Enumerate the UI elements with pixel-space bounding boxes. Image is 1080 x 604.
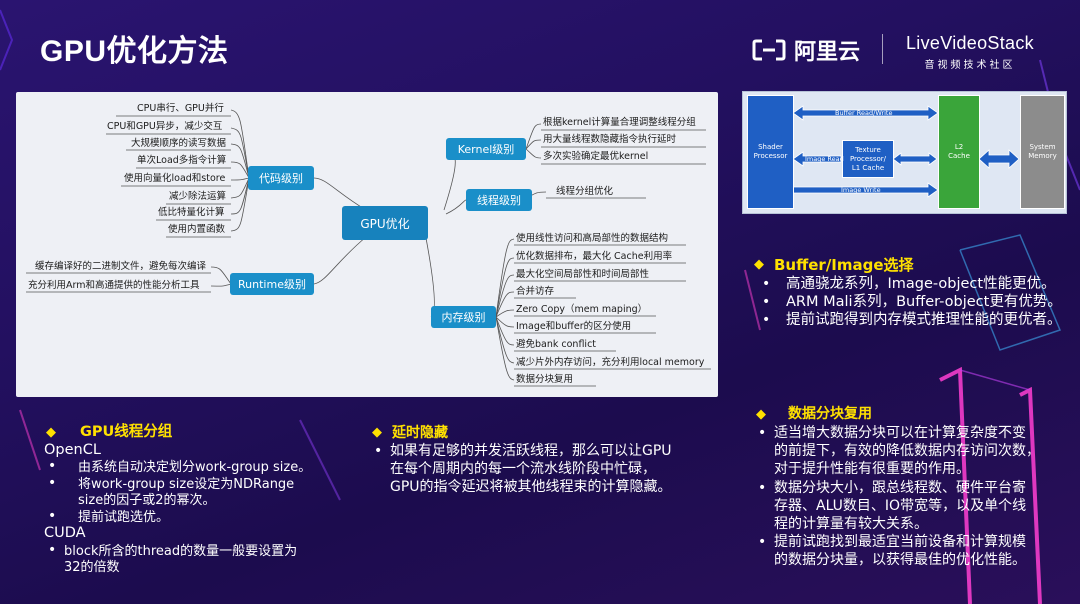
livevideostack-logo-subtitle: 音视频技术社区	[924, 60, 1016, 71]
buffer-image-item: 高通骁龙系列，Image-object性能更优。	[786, 276, 1056, 292]
mindmap-leaf: Image和buffer的区分使用	[516, 321, 632, 332]
dot-icon: •	[48, 542, 57, 558]
tiling-line: 对于提升性能有很重要的作用。	[774, 461, 970, 477]
latency-line: 如果有足够的并发活跃线程，那么可以让GPU	[390, 443, 672, 459]
tiling-line: 适当增大数据分块可以在计算复杂度不变	[774, 425, 1026, 441]
mindmap-leaf: 根据kernel计算量合理调整线程分组	[543, 117, 696, 128]
diagram-label-image-read: Image Read	[805, 155, 844, 163]
mindmap-panel: GPU优化 代码级别 Runtime级别 Kernel级别 线程级别 内存级别 …	[16, 92, 718, 397]
mindmap-leaf: 合并访存	[516, 286, 555, 297]
latency-line: GPU的指令延迟将被其他线程束的计算隐藏。	[390, 479, 672, 495]
mindmap-leaf: 最大化空间局部性和时间局部性	[516, 269, 650, 280]
tiling-line: 的数据分块量，以获得最佳的优化性能。	[774, 552, 1026, 568]
diagram-label-buffer-rw: Buffer Read/Write	[835, 109, 893, 117]
diagram-system-memory: System Memory	[1020, 95, 1065, 209]
mindmap-branch-memory: 内存级别	[431, 306, 496, 328]
buffer-image-item: 提前试跑得到内存模式推理性能的更优者。	[786, 312, 1062, 328]
dot-icon: •	[758, 425, 767, 441]
diagram-label-image-write: Image Write	[841, 186, 881, 194]
tiling-heading: 数据分块复用	[788, 406, 872, 422]
mindmap-leaf: 充分利用Arm和高通提供的性能分析工具	[28, 280, 200, 291]
buffer-image-heading: Buffer/Image选择	[774, 256, 914, 274]
opencl-item-continued: size的因子或2的幂次。	[78, 493, 216, 508]
dot-icon: •	[758, 534, 767, 550]
latency-heading: 延时隐藏	[392, 425, 448, 441]
mindmap-leaf: 缓存编译好的二进制文件，避免每次编译	[35, 261, 207, 272]
mindmap-branch-runtime: Runtime级别	[230, 273, 314, 295]
mindmap-leaf: 避免bank conflict	[516, 339, 597, 350]
page-title: GPU优化方法	[40, 35, 229, 68]
buffer-image-item: ARM Mali系列，Buffer-object更有优势。	[786, 294, 1062, 310]
diamond-icon: ◆	[372, 425, 382, 440]
dot-icon: •	[374, 443, 383, 459]
tiling-line: 数据分块大小，跟总线程数、硬件平台寄	[774, 480, 1026, 496]
dot-icon: •	[48, 458, 57, 474]
mindmap-leaf: 线程分组优化	[556, 186, 614, 197]
dot-icon: •	[48, 508, 57, 524]
opencl-item: 将work-group size设定为NDRange	[78, 477, 295, 492]
tiling-line: 提前试跑找到最适宜当前设备和计算规模	[774, 534, 1026, 550]
aliyun-logo-icon	[752, 39, 786, 61]
mindmap-branch-code: 代码级别	[248, 166, 314, 190]
cuda-item: block所含的thread的数量一般要设置为	[64, 544, 298, 559]
dot-icon: •	[48, 475, 57, 491]
opencl-label: OpenCL	[44, 442, 101, 458]
tiling-line: 存器、ALU数目、IO带宽等，以及单个线	[774, 498, 1027, 514]
mindmap-leaf: Zero Copy（mem maping）	[516, 304, 648, 315]
aliyun-logo-text: 阿里云	[794, 40, 861, 65]
dot-icon: •	[762, 276, 771, 292]
diagram-l2-cache: L2 Cache	[938, 95, 980, 209]
cuda-item-continued: 32的倍数	[64, 560, 120, 575]
mindmap-leaf: 使用内置函数	[168, 224, 226, 235]
mindmap-leaf: 数据分块复用	[516, 374, 574, 385]
mindmap-leaf: 单次Load多指令计算	[137, 155, 227, 166]
mindmap-leaf: 使用向量化load和store	[124, 173, 226, 184]
tiling-line: 的前提下，有效的降低数据内存访问次数，	[774, 443, 1040, 459]
diamond-icon: ◆	[754, 257, 764, 272]
mindmap-branch-kernel: Kernel级别	[446, 138, 526, 160]
livevideostack-logo: LiveVideoStack 音视频技术社区	[906, 33, 1034, 71]
dot-icon: •	[758, 480, 767, 496]
mindmap-leaf: 减少片外内存访问，充分利用local memory	[516, 357, 705, 368]
opencl-item: 提前试跑选优。	[78, 510, 170, 525]
cuda-label: CUDA	[44, 525, 86, 541]
dot-icon: •	[762, 294, 771, 310]
mindmap-branch-thread: 线程级别	[466, 189, 532, 211]
mindmap-leaf: 低比特量化计算	[158, 207, 225, 218]
mindmap-leaf: 使用线性访问和高局部性的数据结构	[516, 233, 669, 244]
diagram-texture-processor: Texture Processor/ L1 Cache	[842, 140, 894, 178]
diagram-shader-processor: Shader Processor	[747, 95, 794, 209]
mindmap-leaf: 减少除法运算	[169, 191, 227, 202]
livevideostack-logo-text: LiveVideoStack	[906, 33, 1034, 53]
mindmap-leaf: CPU串行、GPU并行	[137, 103, 224, 114]
mindmap-leaf: 用大量线程数隐藏指令执行延时	[543, 134, 677, 145]
latency-line: 在每个周期内的每一个流水线阶段中忙碌，	[390, 461, 656, 477]
dot-icon: •	[762, 312, 771, 328]
gpu-memory-diagram: Shader Processor Texture Processor/ L1 C…	[742, 91, 1067, 214]
mindmap-leaf: CPU和GPU异步，减少交互	[107, 121, 223, 132]
mindmap-leaf: 多次实验确定最优kernel	[543, 151, 649, 162]
tiling-line: 程的计算量有较大关系。	[774, 516, 928, 532]
aliyun-logo: 阿里云	[752, 34, 860, 66]
thread-group-heading: GPU线程分组	[80, 424, 173, 440]
mindmap-leaf: 大规模顺序的读写数据	[131, 138, 227, 149]
opencl-item: 由系统自动决定划分work-group size。	[78, 460, 312, 475]
mindmap-center-node: GPU优化	[342, 206, 428, 240]
mindmap-leaf: 优化数据排布，最大化 Cache利用率	[516, 251, 673, 262]
diamond-icon: ◆	[46, 425, 56, 440]
logo-divider	[882, 34, 883, 64]
diamond-icon: ◆	[756, 407, 766, 422]
